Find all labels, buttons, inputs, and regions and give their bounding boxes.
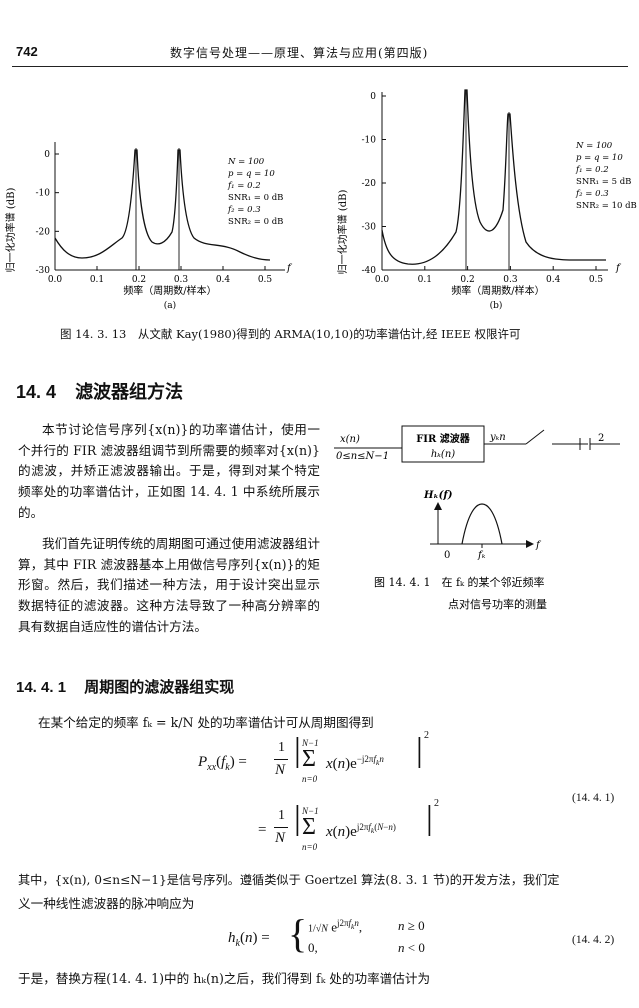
a-xtick-label: 0.0 (48, 275, 63, 285)
chart-b-param-4: f₂ = 0.3 (575, 189, 609, 199)
section-heading: 14. 4 滤波器组方法 (16, 378, 183, 404)
fig-14-4-1-caption-1: 图 14. 4. 1 在 fₖ 的某个邻近频率 (374, 575, 545, 589)
chart-a-f-label: f (286, 263, 293, 274)
a-xtick-label: 0.3 (174, 275, 189, 285)
chart-b-param-3: SNR₁ = 5 dB (576, 177, 631, 187)
b-ytick-label: -10 (362, 136, 377, 146)
paragraph-2: 我们首先证明传统的周期图可通过使用滤波器组计算，其中 FIR 滤波器基本上用做信… (18, 534, 320, 638)
b-xtick-label: 0.2 (460, 275, 474, 285)
hk-response (461, 503, 503, 545)
block-divider-num: 2 (598, 433, 604, 444)
equation-14-4-1-line1: Pxx(fk) = 1 N | N−1 Σ n=0 x(n)e−j2πfkn |… (198, 730, 429, 784)
subsection-heading: 14. 4. 1 周期图的滤波器组实现 (16, 676, 234, 697)
chart-b: 归一化功率谱 (dB) 0 -10 -20 -30 -40 0.0 0.1 0.2 0.3 0.… (336, 89, 637, 311)
paragraph-1-text: 本节讨论信号序列{x(n)}的功率谱估计，使用一个并行的 FIR 滤波器组调节到… (18, 422, 320, 520)
a-xtick-label: 0.1 (90, 275, 104, 285)
text-line-d: 于是，替换方程(14. 4. 1)中的 hₖ(n)之后，我们得到 fₖ 处的功率… (18, 971, 431, 986)
a-xtick-label: 0.2 (132, 275, 146, 285)
section-number: 14. 4 (16, 382, 57, 402)
chart-a-xlabel: 频率（周期数/样本） (123, 284, 216, 297)
equation-14-4-2: hk(n) = { 1/√N ej2πfkn, n ≥ 0 0, n < 0 (228, 911, 425, 956)
a-ytick-label: 0 (44, 150, 50, 160)
fir-filter-line1: FIR 滤波器 (416, 432, 471, 445)
chart-a-param-1: p = q = 10 (228, 169, 275, 179)
chart-b-param-2: f₁ = 0.2 (575, 165, 609, 175)
block-input-label: x(n) (340, 434, 360, 445)
b-ytick-label: -40 (362, 266, 377, 276)
chart-a-ylabel: 归一化功率谱 (dB) (4, 188, 17, 273)
a-ytick-label: -20 (36, 227, 51, 237)
fir-filter-box (401, 425, 485, 463)
chart-a-param-4: f₂ = 0.3 (227, 205, 261, 215)
text-line-a: 在某个给定的频率 fₖ = k/N 处的功率谱估计可从周期图得到 (38, 715, 374, 730)
chart-a-param-5: SNR₂ = 0 dB (228, 217, 283, 227)
figure-14-4-1: x(n) 0≤n≤N−1 FIR 滤波器 hₖ(n) yₖn 2 Hₖ(f) 0… (334, 425, 620, 611)
running-title: 数字信号处理——原理、算法与应用(第四版) (170, 46, 429, 60)
chart-b-sub: (b) (490, 300, 503, 311)
a-ytick-label: -10 (36, 189, 51, 199)
text-line-c: 义一种线性滤波器的脉冲响应为 (18, 896, 195, 911)
b-ytick-label: 0 (370, 92, 376, 102)
figure-caption-14-3-13: 图 14. 3. 13 从文献 Kay(1980)得到的 ARMA(10,10)… (60, 327, 521, 341)
b-ytick-label: -20 (362, 179, 377, 189)
b-ytick-label: -30 (362, 223, 377, 233)
page-number: 742 (16, 44, 38, 59)
b-xtick-label: 0.1 (418, 275, 432, 285)
chart-b-param-1: p = q = 10 (576, 153, 623, 163)
chart-b-param-5: SNR₂ = 10 dB (576, 201, 637, 211)
a-xtick-label: 0.5 (258, 275, 273, 285)
chart-a-param-3: SNR₁ = 0 dB (228, 193, 283, 203)
block-output-label: yₖn (489, 432, 506, 443)
chart-b-ylabel: 归一化功率谱 (dB) (336, 190, 349, 275)
paragraph-2-text: 我们首先证明传统的周期图可通过使用滤波器组计算，其中 FIR 滤波器基本上用做信… (18, 536, 320, 634)
equation-number-14-4-2: (14. 4. 2) (572, 934, 615, 946)
chart-a: 归一化功率谱 (dB) 0 -10 -20 -30 0.0 0.1 0.2 0.3 0.4 0.… (4, 142, 293, 311)
section-title: 滤波器组方法 (75, 382, 184, 402)
subsection-title: 周期图的滤波器组实现 (84, 679, 235, 696)
chart-b-param-0: N = 100 (575, 141, 613, 151)
hk-f: f (535, 540, 542, 551)
equation-number-14-4-1: (14. 4. 1) (572, 792, 615, 804)
sampler-switch (525, 429, 545, 445)
b-xtick-label: 0.0 (375, 275, 390, 285)
b-xtick-label: 0.4 (546, 275, 561, 285)
subsection-number: 14. 4. 1 (16, 679, 67, 696)
fir-filter-line2: hₖ(n) (431, 449, 455, 460)
b-xtick-label: 0.3 (503, 275, 518, 285)
chart-b-spectrum (381, 89, 606, 265)
a-xtick-label: 0.4 (216, 275, 231, 285)
chart-a-param-0: N = 100 (227, 157, 265, 167)
chart-a-spectrum (54, 149, 271, 261)
hk-fk: fₖ (477, 550, 486, 561)
block-input-range: 0≤n≤N−1 (336, 451, 389, 462)
fig-14-4-1-caption-2: 点对信号功率的测量 (448, 597, 547, 611)
hk-zero: 0 (444, 550, 450, 561)
equation-14-4-1-line2: = 1 N | N−1 Σ n=0 x(n)ej2πfk(N−n) | 2 (258, 798, 439, 852)
a-ytick-label: -30 (36, 266, 51, 276)
paragraph-1: 本节讨论信号序列{x(n)}的功率谱估计，使用一个并行的 FIR 滤波器组调节到… (18, 420, 320, 524)
header-rule (12, 66, 628, 67)
chart-b-xlabel: 频率（周期数/样本） (451, 284, 544, 297)
chart-a-param-2: f₁ = 0.2 (227, 181, 261, 191)
hk-label: Hₖ(f) (423, 490, 453, 501)
b-xtick-label: 0.5 (589, 275, 604, 285)
text-line-b: 其中，{x(n), 0≤n≤N−1}是信号序列。遵循类似于 Goertzel 算… (18, 873, 560, 887)
chart-a-sub: (a) (164, 300, 176, 311)
chart-b-f-label: f (615, 263, 622, 274)
